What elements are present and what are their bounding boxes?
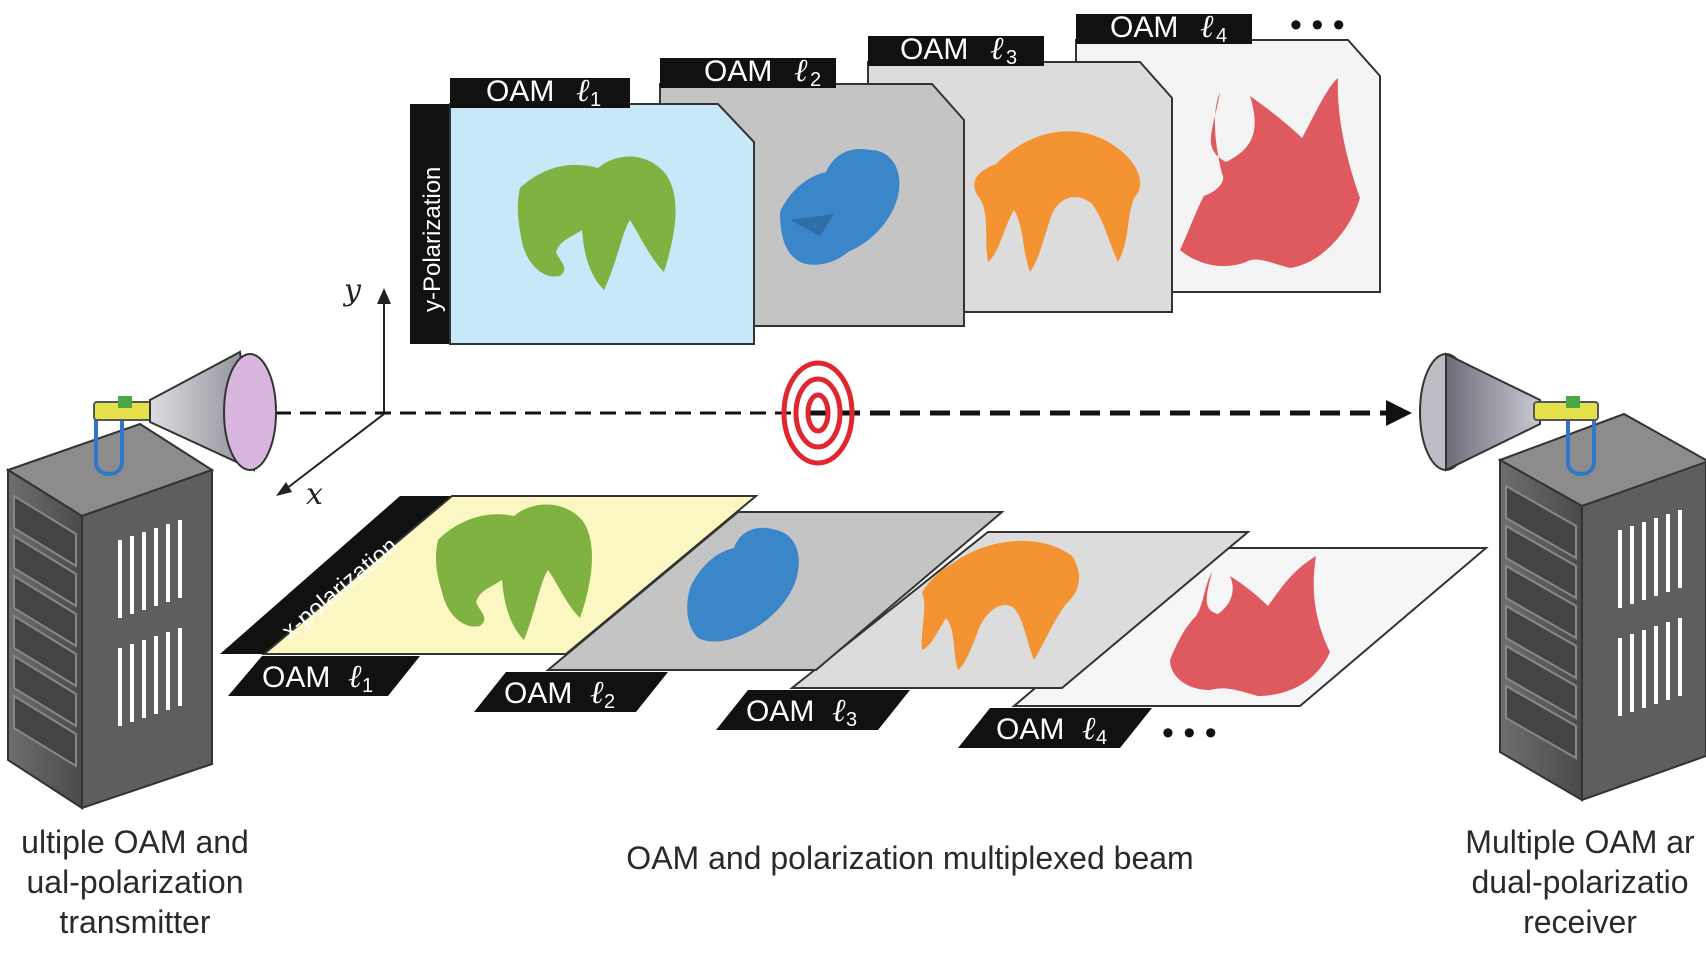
x-tab-4 xyxy=(958,708,1152,748)
y-tab-1-oam: OAM xyxy=(486,75,554,108)
beam-arrowhead xyxy=(1386,400,1412,426)
y-panel-oam-1: y-Polarization xyxy=(410,78,755,345)
x-tab-4-sub: 4 xyxy=(1096,727,1107,749)
y-tab-3-ell: ℓ xyxy=(990,30,1004,66)
y-mode-pattern-1 xyxy=(517,156,676,290)
axis-x-label: x xyxy=(306,477,323,512)
x-mode-pattern-2 xyxy=(687,527,799,642)
y-tab-3-sub: 3 xyxy=(1006,47,1017,69)
receiver-vent-grille xyxy=(1618,510,1682,716)
y-ellipsis: • • • xyxy=(1290,6,1345,44)
x-tab-2-ell: ℓ xyxy=(590,674,604,710)
beam-caption: OAM and polarization multiplexed beam xyxy=(626,840,1194,876)
y-tab-1-ell: ℓ xyxy=(576,72,590,108)
x-polarization-stack: x-polarization xyxy=(220,495,1489,748)
receiver-caption-line-3: receiver xyxy=(1523,904,1637,940)
x-mode-pattern-4 xyxy=(1170,556,1330,696)
beam-path xyxy=(250,360,1412,466)
axis-y-label: y xyxy=(342,273,362,308)
x-tab-2-oam: OAM xyxy=(504,677,572,710)
y-tab-1-sub: 1 xyxy=(590,89,601,111)
x-tab-3-sub: 3 xyxy=(846,709,857,731)
transmitter-rack xyxy=(5,396,215,810)
receiver-horn-antenna xyxy=(1419,352,1541,472)
y-polarization-stack: y-Polarization xyxy=(410,14,1381,345)
transmitter-vent-grille xyxy=(118,520,182,726)
transmitter-caption-line-1: ultiple OAM and xyxy=(21,824,249,860)
x-tab-3 xyxy=(716,690,910,730)
transmitter-horn-antenna xyxy=(149,350,277,472)
x-panel-oam-1: x-polarization xyxy=(220,495,759,655)
x-tab-2 xyxy=(474,672,668,712)
x-tab-1-ell: ℓ xyxy=(348,658,362,694)
y-mode-pattern-4 xyxy=(1180,78,1360,268)
x-tab-1-oam: OAM xyxy=(262,661,330,694)
y-polarization-label: y-Polarization xyxy=(419,167,446,312)
y-tab-2-ell: ℓ xyxy=(794,52,808,88)
receiver-caption: Multiple OAM ar dual-polarizatio receive… xyxy=(1430,822,1706,942)
transmitter-caption: ultiple OAM and ual-polarization transmi… xyxy=(0,822,280,942)
y-axis-arrowhead xyxy=(377,288,391,304)
y-mode-pattern-2 xyxy=(780,148,900,265)
y-tab-4-sub: 4 xyxy=(1216,25,1227,47)
x-mode-pattern-1 xyxy=(435,504,592,640)
oam-beam-rings xyxy=(781,360,855,466)
receiver-feed xyxy=(1533,396,1599,476)
receiver-rack xyxy=(1497,396,1706,802)
transmitter-feed xyxy=(93,396,155,476)
transmitter-caption-line-2: ual-polarization xyxy=(26,864,244,900)
x-tab-labels: OAM ℓ 1 OAM ℓ 2 OAM ℓ 3 OAM ℓ 4 • • • xyxy=(262,658,1217,752)
receiver-caption-line-1: Multiple OAM ar xyxy=(1465,824,1695,860)
y-tab-2-sub: 2 xyxy=(810,69,821,91)
y-tab-4-oam: OAM xyxy=(1110,11,1178,44)
y-tab-labels: OAM ℓ 1 OAM ℓ 2 OAM ℓ 3 OAM ℓ 4 • • • xyxy=(486,6,1345,111)
x-axis-arrowhead xyxy=(276,482,292,496)
transmitter-drive-bays xyxy=(13,494,77,768)
x-mode-pattern-3 xyxy=(921,540,1080,670)
y-tab-4-ell: ℓ xyxy=(1200,8,1214,44)
x-tab-1-sub: 1 xyxy=(362,675,373,697)
x-tab-4-oam: OAM xyxy=(996,713,1064,746)
x-tab-4-ell: ℓ xyxy=(1082,710,1096,746)
y-tab-2-oam: OAM xyxy=(704,55,772,88)
y-mode-pattern-3 xyxy=(974,131,1141,272)
transmitter-caption-line-3: transmitter xyxy=(59,904,211,940)
coordinate-axes: y x xyxy=(276,273,391,512)
x-ellipsis: • • • xyxy=(1162,714,1217,752)
x-tab-3-ell: ℓ xyxy=(832,692,846,728)
x-tab-1 xyxy=(228,656,420,696)
x-tab-2-sub: 2 xyxy=(604,691,615,713)
x-panel-oam-4 xyxy=(1011,547,1489,707)
receiver-drive-bays xyxy=(1505,484,1577,760)
x-tab-3-oam: OAM xyxy=(746,695,814,728)
y-tab-3-oam: OAM xyxy=(900,33,968,66)
receiver-caption-line-2: dual-polarizatio xyxy=(1471,864,1689,900)
